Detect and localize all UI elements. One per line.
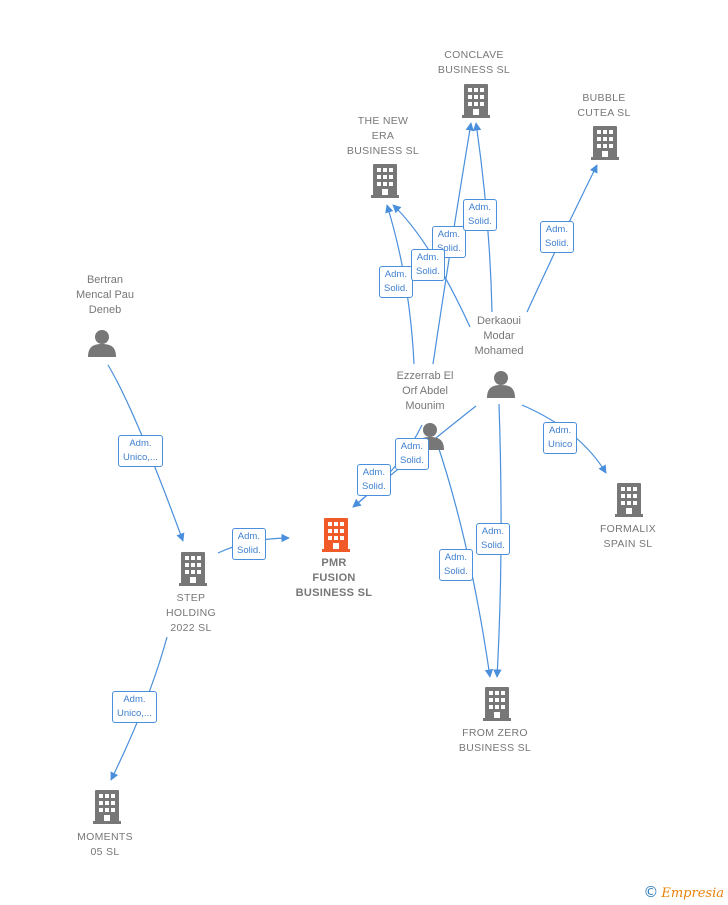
formalix-building-icon[interactable]	[615, 483, 643, 517]
edge-label-bertran-to-step[interactable]: Adm. Unico,...	[118, 435, 163, 467]
edge-label-derkaoui-to-pmr[interactable]: Adm. Solid.	[395, 438, 429, 470]
bertran-person-icon[interactable]	[88, 330, 116, 357]
pmr-building-icon[interactable]	[322, 518, 350, 552]
edge-label-derkaoui-to-thenew[interactable]: Adm. Solid.	[411, 249, 445, 281]
conclave-building-icon[interactable]	[462, 84, 490, 118]
edge-bertran-to-step	[107, 364, 185, 542]
copyright-icon: ©	[643, 883, 659, 901]
brand-logo: ©Empresia	[643, 883, 724, 901]
fromzero-building-icon[interactable]	[483, 687, 511, 721]
node-label-pmr[interactable]: PMR FUSION BUSINESS SL	[295, 557, 373, 599]
edge-label-ezzerrab-to-thenew[interactable]: Adm. Solid.	[379, 266, 413, 298]
derkaoui-person-icon[interactable]	[487, 371, 515, 398]
bubble-building-icon[interactable]	[591, 126, 619, 160]
node-label-thenew[interactable]: THE NEW ERA BUSINESS SL	[346, 115, 420, 157]
edge-label-ezzerrab-to-fromzero[interactable]: Adm. Solid.	[439, 549, 473, 581]
moments-building-icon[interactable]	[93, 790, 121, 824]
node-label-ezzerrab[interactable]: Ezzerrab El Orf Abdel Mounim	[396, 370, 454, 412]
edge-label-step-to-moments[interactable]: Adm. Unico,...	[112, 691, 157, 723]
edge-label-derkaoui-to-conclave[interactable]: Adm. Solid.	[463, 199, 497, 231]
brand-name: Empresia	[661, 886, 724, 901]
edge-label-ezzerrab-to-pmr[interactable]: Adm. Solid.	[357, 464, 391, 496]
edge-label-derkaoui-to-fromzero[interactable]: Adm. Solid.	[476, 523, 510, 555]
step-building-icon[interactable]	[179, 552, 207, 586]
edge-label-derkaoui-to-bubble[interactable]: Adm. Solid.	[540, 221, 574, 253]
node-label-fromzero[interactable]: FROM ZERO BUSINESS SL	[458, 727, 532, 754]
node-label-conclave[interactable]: CONCLAVE BUSINESS SL	[437, 49, 511, 76]
node-label-moments[interactable]: MOMENTS 05 SL	[77, 831, 133, 858]
edge-label-derkaoui-to-formalix[interactable]: Adm. Unico	[543, 422, 578, 454]
node-label-bertran[interactable]: Bertran Mencal Pau Deneb	[75, 274, 135, 316]
node-label-step[interactable]: STEP HOLDING 2022 SL	[166, 592, 216, 634]
node-label-formalix[interactable]: FORMALIX SPAIN SL	[599, 523, 657, 550]
edge-label-step-to-pmr[interactable]: Adm. Solid.	[232, 528, 266, 560]
edge-label-ezzerrab-to-conclave[interactable]: Adm. Solid.	[432, 226, 466, 258]
node-label-bubble[interactable]: BUBBLE CUTEA SL	[577, 92, 631, 119]
thenew-building-icon[interactable]	[371, 164, 399, 198]
node-label-derkaoui[interactable]: Derkaoui Modar Mohamed	[474, 315, 524, 357]
